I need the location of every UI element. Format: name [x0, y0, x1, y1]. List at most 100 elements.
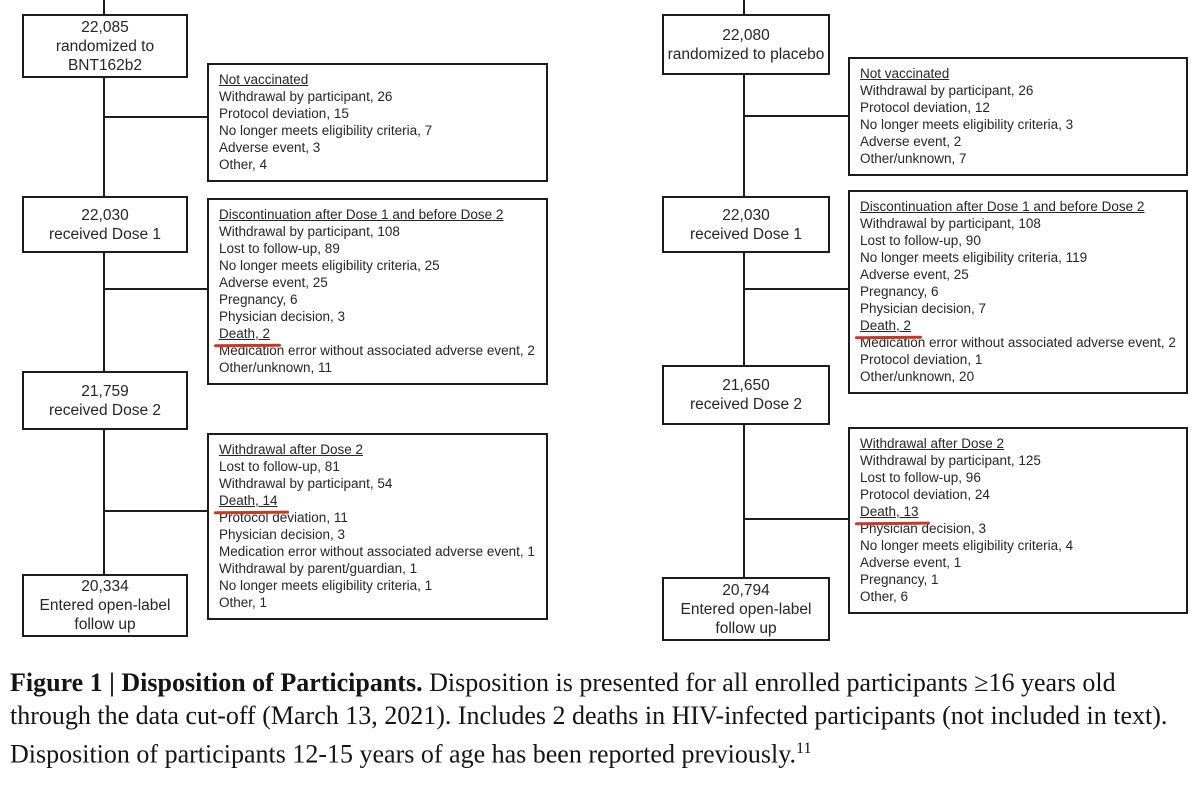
- flow-box-line: 22,080: [722, 26, 770, 44]
- figure-caption: Figure 1 | Disposition of Participants. …: [10, 666, 1192, 771]
- flow-box-line: BNT162b2: [67, 56, 143, 74]
- flow-box-line: received Dose 2: [689, 396, 802, 413]
- reason-item: Other, 1: [219, 595, 268, 610]
- reason-item: Medication error without associated adve…: [219, 544, 535, 559]
- death-count-red-underlined: Death, 2: [860, 318, 912, 333]
- flow-box-line: Entered open-label: [39, 597, 171, 614]
- flow-box-line: 20,794: [722, 581, 770, 599]
- reason-item: Other/unknown, 7: [860, 151, 967, 166]
- reason-item: Withdrawal by participant, 54: [219, 476, 393, 491]
- reason-item: Withdrawal by participant, 108: [860, 216, 1041, 231]
- reason-item: Protocol deviation, 15: [219, 106, 349, 121]
- side-box-title: Discontinuation after Dose 1 and before …: [860, 199, 1145, 214]
- flow-box-line: randomized to placebo: [667, 45, 825, 63]
- reason-item: Withdrawal by participant, 26: [219, 89, 393, 104]
- reason-item: Withdrawal by parent/guardian, 1: [219, 561, 418, 576]
- reason-item: Protocol deviation, 12: [860, 100, 990, 115]
- reason-item: No longer meets eligibility criteria, 7: [219, 123, 433, 138]
- flow-box-line: received Dose 1: [48, 225, 161, 243]
- reason-item: Other/unknown, 20: [860, 369, 975, 384]
- connector-line: [105, 288, 208, 290]
- reason-item: Adverse event, 25: [219, 275, 328, 290]
- reason-item: Protocol deviation, 11: [219, 510, 348, 525]
- reason-item: Protocol deviation, 24: [860, 487, 990, 502]
- connector-line: [743, 0, 745, 15]
- side-box-title: Discontinuation after Dose 1 and before …: [219, 207, 504, 222]
- flow-box-line: 20,334: [81, 578, 129, 595]
- reason-list: Withdrawal by participant, 26 Protocol de…: [219, 88, 536, 173]
- flow-box-line: follow up: [74, 616, 136, 633]
- reason-item: Adverse event, 25: [860, 267, 969, 282]
- reason-item: Death, 2: [219, 325, 536, 342]
- flow-box-line: Entered open-label: [680, 600, 812, 618]
- reason-item: Death, 13: [860, 503, 1176, 520]
- side-box-withdrawal-dose2-bnt: Withdrawal after Dose 2 Lost to follow-u…: [207, 433, 548, 620]
- connector-line: [745, 115, 848, 117]
- reason-item: Physician decision, 3: [219, 309, 346, 324]
- reason-item: No longer meets eligibility criteria, 1: [219, 578, 433, 593]
- side-box-title: Not vaccinated: [219, 72, 309, 87]
- reason-item: Adverse event, 3: [219, 140, 321, 155]
- reason-item: Withdrawal by participant, 125: [860, 453, 1041, 468]
- flow-box-received-dose2-placebo: 21,650 received Dose 2: [662, 365, 830, 425]
- connector-line: [743, 252, 745, 366]
- flow-box-line: 21,650: [722, 377, 770, 394]
- caption-title: Figure 1 | Disposition of Participants.: [10, 668, 423, 697]
- side-box-title: Not vaccinated: [860, 66, 950, 81]
- connector-line: [745, 518, 848, 520]
- reason-item: Lost to follow-up, 90: [860, 233, 981, 248]
- caption-body: Disposition is presented for all enrolle…: [10, 668, 1168, 769]
- side-box-discontinuation-dose1-placebo: Discontinuation after Dose 1 and before …: [848, 190, 1188, 394]
- reason-item: Other, 6: [860, 589, 909, 604]
- reason-item: Lost to follow-up, 89: [219, 241, 340, 256]
- connector-line: [745, 288, 848, 290]
- reason-list: Withdrawal by participant, 26 Protocol de…: [860, 82, 1176, 167]
- reason-item: Pregnancy, 1: [860, 572, 939, 587]
- reason-item: Physician decision, 3: [860, 521, 987, 536]
- reason-item: Lost to follow-up, 81: [219, 459, 340, 474]
- side-box-title: Withdrawal after Dose 2: [219, 442, 364, 457]
- reason-item: Physician decision, 7: [860, 301, 987, 316]
- flow-box-line: randomized to: [55, 37, 155, 55]
- death-count-red-underlined: Death, 14: [219, 493, 278, 508]
- reason-item: Adverse event, 1: [860, 555, 962, 570]
- reason-item: Lost to follow-up, 96: [860, 470, 981, 485]
- reason-item: Protocol deviation, 1: [860, 352, 983, 367]
- connector-line: [105, 116, 208, 118]
- reason-list: Lost to follow-up, 81 Withdrawal by parti…: [219, 458, 536, 611]
- side-box-not-vaccinated-placebo: Not vaccinated Withdrawal by participant…: [848, 57, 1188, 176]
- reason-item: Physician decision, 3: [219, 527, 346, 542]
- connector-line: [103, 77, 105, 197]
- reason-item: Death, 14: [219, 492, 536, 509]
- reason-item: No longer meets eligibility criteria, 25: [219, 258, 440, 273]
- reason-item: Medication error without associated adve…: [219, 343, 535, 358]
- reason-item: Other/unknown, 11: [219, 360, 333, 375]
- side-box-withdrawal-dose2-placebo: Withdrawal after Dose 2 Withdrawal by pa…: [848, 427, 1188, 614]
- connector-line: [743, 424, 745, 577]
- flow-box-line: received Dose 2: [48, 401, 161, 419]
- side-box-discontinuation-dose1-bnt: Discontinuation after Dose 1 and before …: [207, 198, 548, 385]
- reason-item: Withdrawal by participant, 26: [860, 83, 1034, 98]
- connector-line: [105, 510, 208, 512]
- reason-item: Adverse event, 2: [860, 134, 962, 149]
- reason-item: No longer meets eligibility criteria, 11…: [860, 250, 1088, 265]
- death-count-red-underlined: Death, 2: [219, 326, 271, 341]
- flow-box-line: 22,030: [81, 206, 129, 224]
- flow-box-line: 22,030: [722, 206, 770, 224]
- reason-item: Other, 4: [219, 157, 268, 172]
- flow-box-line: 21,759: [81, 382, 129, 400]
- flow-box-line: 22,085: [81, 18, 129, 36]
- reason-item: No longer meets eligibility criteria, 4: [860, 538, 1074, 553]
- reason-item: Pregnancy, 6: [219, 292, 298, 307]
- connector-line: [743, 74, 745, 196]
